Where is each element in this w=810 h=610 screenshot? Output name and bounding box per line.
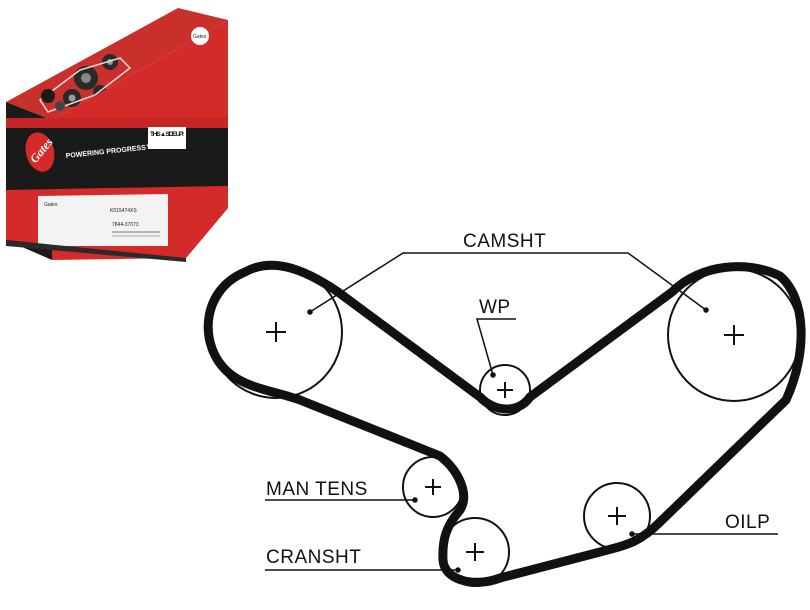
svg-text:THIS ▲ SIDE UP!: THIS ▲ SIDE UP! [150, 131, 184, 138]
box-top-logo: Gates [191, 27, 209, 45]
leader-lines [265, 252, 778, 573]
timing-belt-diagram: CAMSHT WP MAN TENS CRANSHT OILP [203, 231, 806, 587]
camshaft-right-pulley [667, 268, 801, 402]
side-up-label: THIS ▲ SIDE UP! [148, 127, 186, 149]
gates-logo: Gates [25, 132, 56, 172]
svg-text:Gates: Gates [44, 202, 58, 208]
svg-text:7844-37073: 7844-37073 [112, 222, 139, 228]
product-sticker: Gates K015474XS 7844-37073 [38, 194, 168, 246]
svg-text:Gates: Gates [193, 34, 207, 40]
man-tens-label: MAN TENS [266, 479, 368, 500]
svg-text:K015474XS: K015474XS [110, 208, 137, 214]
camshaft-leader [309, 252, 707, 313]
crankshaft-pulley [440, 517, 510, 587]
oil-pump-pulley [583, 482, 651, 550]
water-pump-leader [476, 318, 516, 376]
camshaft-left-pulley [209, 265, 343, 399]
water-pump-label: WP [479, 297, 511, 318]
camshaft-label: CAMSHT [463, 231, 546, 252]
cranshaft-label: CRANSHT [266, 547, 361, 568]
water-pump-pulley [479, 364, 531, 416]
product-box: Gates POWERING PROGRESS™ THIS ▲ SIDE UP!… [6, 8, 228, 262]
manual-tensioner-pulley [402, 456, 464, 518]
oil-pump-label: OILP [725, 512, 770, 533]
